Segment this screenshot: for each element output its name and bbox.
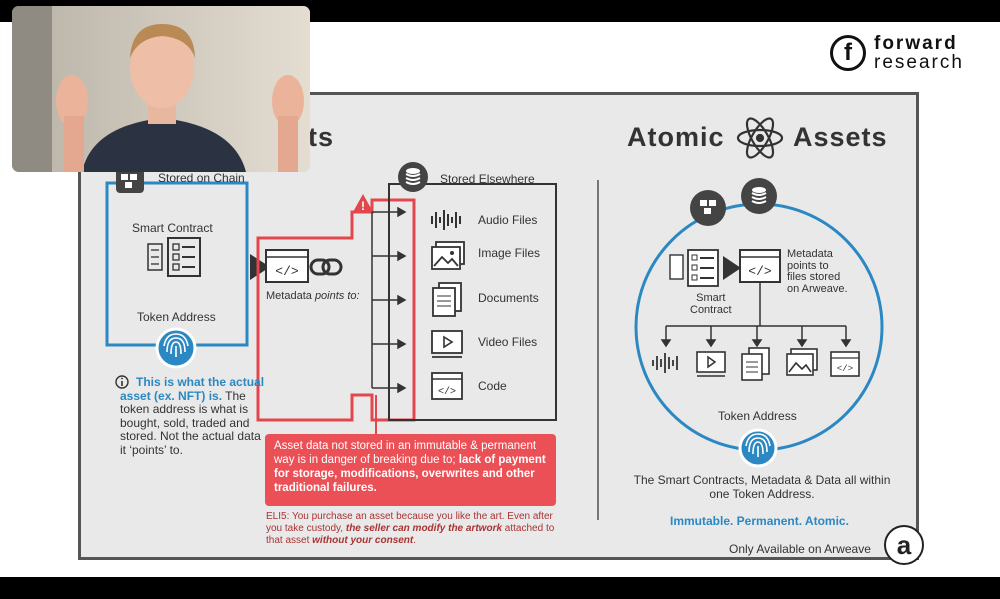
stored-on-chain-label: Stored on Chain	[158, 171, 245, 185]
code-window-icon-right: </>	[830, 351, 860, 377]
video-icon	[431, 330, 463, 358]
presenter-image	[12, 6, 310, 172]
eli5-text: ELI5: You purchase an asset because you …	[266, 511, 555, 546]
arrow-right-icon	[250, 254, 270, 280]
atomic-description: The Smart Contracts, Metadata & Data all…	[633, 473, 891, 501]
audio-wave-icon-right	[652, 353, 678, 373]
stored-elsewhere-label: Stored Elsewhere	[440, 172, 535, 186]
immutable-tagline: Immutable. Permanent. Atomic.	[670, 514, 849, 528]
image-icon-right	[786, 348, 818, 376]
smart-contract-icon	[147, 237, 201, 277]
brand-line-2: research	[874, 52, 964, 73]
info-icon	[115, 375, 129, 389]
video-icon-right	[696, 351, 726, 377]
right-token-address-label: Token Address	[718, 409, 797, 423]
fingerprint-icon	[155, 327, 197, 369]
warning-box: Asset data not stored in an immutable & …	[265, 434, 556, 506]
file-label-video: Video Files	[478, 335, 538, 349]
atom-icon	[736, 117, 784, 159]
section-divider	[597, 180, 599, 520]
code-window-icon: </>	[431, 372, 463, 400]
file-arrows	[372, 206, 407, 394]
blocks-icon-right	[690, 190, 726, 226]
file-label-audio: Audio Files	[478, 213, 538, 227]
svg-text:</>: </>	[748, 264, 772, 279]
database-icon	[398, 162, 428, 192]
warning-icon: !	[353, 194, 373, 213]
arweave-logo-icon: a	[884, 525, 924, 565]
atomic-title-word1: Atomic	[627, 122, 725, 152]
metadata-label: Metadata points to:	[266, 290, 360, 302]
database-icon-right	[741, 178, 777, 214]
metadata-code-icon: </>	[265, 249, 309, 283]
file-label-image: Image Files	[478, 246, 541, 260]
fingerprint-icon-right	[738, 428, 778, 468]
blocks-icon	[116, 169, 144, 193]
documents-icon	[432, 282, 462, 317]
stored-elsewhere-box	[388, 183, 557, 421]
info-text: This is what the actual asset (ex. NFT) …	[120, 375, 265, 457]
metadata-code-icon-right: </>	[739, 249, 781, 283]
audio-wave-icon	[431, 210, 461, 230]
svg-text:</>: </>	[837, 364, 853, 374]
smart-contract-icon-right	[669, 249, 719, 287]
token-address-label: Token Address	[137, 310, 216, 324]
forward-logo-icon: f	[830, 35, 866, 71]
svg-text:</>: </>	[438, 386, 456, 398]
webcam-video[interactable]	[12, 6, 310, 172]
svg-text:</>: </>	[275, 264, 299, 279]
atomic-title-word2: Assets	[793, 122, 888, 152]
smart-contract-label: Smart Contract	[132, 221, 213, 235]
chain-link-icon	[309, 258, 343, 276]
file-label-documents: Documents	[478, 291, 539, 305]
documents-icon-right	[741, 347, 770, 381]
file-label-code: Code	[478, 379, 507, 393]
svg-text:!: !	[361, 199, 365, 213]
brand-line-1: forward	[874, 33, 958, 54]
only-available-label: Only Available on Arweave	[729, 542, 871, 556]
warning-outline	[256, 198, 416, 422]
forward-research-logo: f forward research	[830, 34, 964, 72]
image-icon	[431, 241, 465, 270]
tree-arrows	[660, 282, 852, 348]
